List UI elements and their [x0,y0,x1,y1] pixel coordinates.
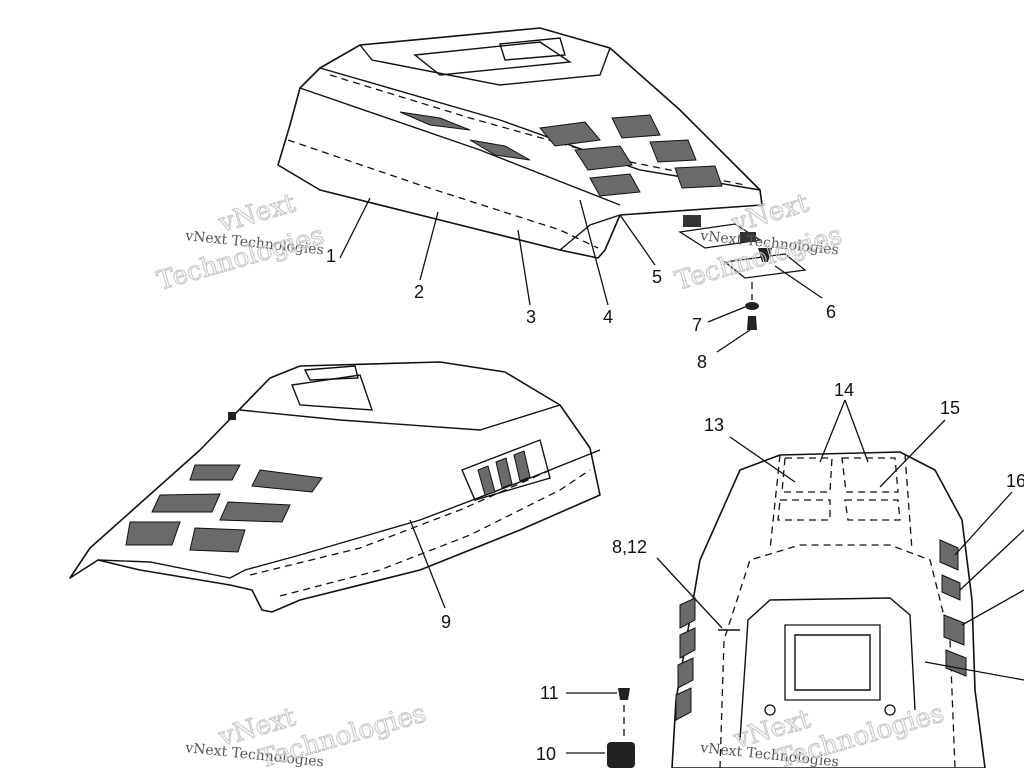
callout-15: 15 [940,398,960,418]
callout-2: 2 [414,282,424,302]
callout-4: 4 [603,307,613,327]
callout-3: 3 [526,307,536,327]
watermark-top-left: vNext vNext Technologies Technologies [153,188,328,298]
callout-8-12: 8,12 [612,537,647,557]
leader-lines [339,197,1024,754]
hood-front-view [607,451,986,768]
callout-9: 9 [441,612,451,632]
hood-top-view [277,27,807,330]
callout-16: 16 [1006,471,1024,491]
callout-labels: 1 2 3 4 5 6 7 8 9 10 11 8,12 13 14 15 16 [326,246,1024,764]
callout-11: 11 [540,683,559,703]
callout-7: 7 [692,315,702,335]
callout-1: 1 [326,246,336,266]
callout-6: 6 [826,302,836,322]
callout-8: 8 [697,352,707,372]
callout-14: 14 [834,380,854,400]
callout-5: 5 [652,267,662,287]
watermark-bottom-left: vNext vNext Technologies Technologies [184,698,430,768]
callout-10: 10 [536,744,556,764]
hood-side-view [69,361,601,613]
callout-13: 13 [704,415,724,435]
